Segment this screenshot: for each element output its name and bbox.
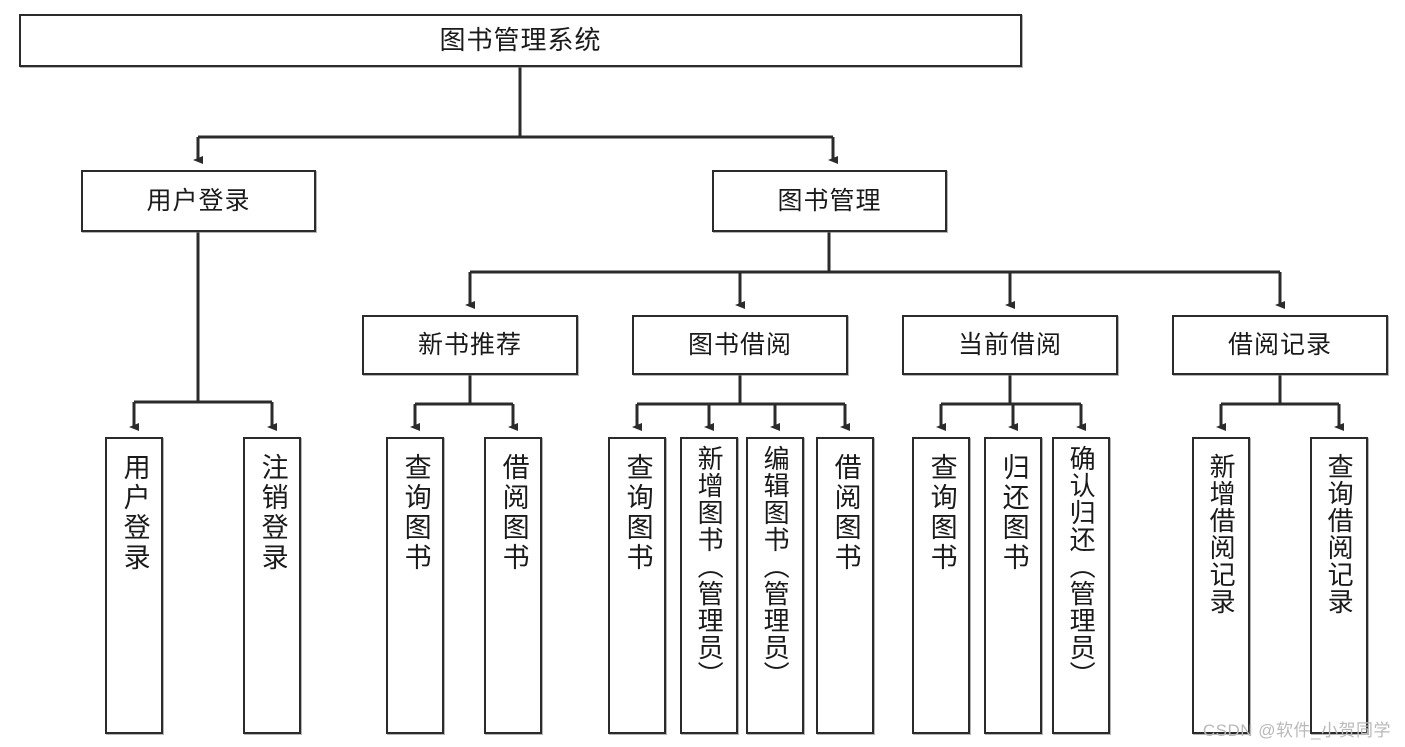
node-label: 借阅图书: [830, 453, 861, 573]
node-borrow-record[interactable]: 借阅记录: [1172, 315, 1388, 375]
node-label: 图书管理系统: [439, 24, 602, 55]
node-label: 查询借阅记录: [1324, 453, 1355, 615]
node-leaf-user-login[interactable]: 用户登录: [105, 437, 163, 734]
node-leaf-query-book-2[interactable]: 查询图书: [608, 437, 666, 734]
node-label: 查询图书: [622, 453, 653, 573]
node-label: 新增借阅记录: [1206, 453, 1237, 615]
node-label: 图书借阅: [687, 331, 792, 359]
node-current-borrow[interactable]: 当前借阅: [902, 315, 1118, 375]
node-leaf-query-book-3[interactable]: 查询图书: [912, 437, 970, 734]
node-leaf-add-book[interactable]: 新增图书（管理员）: [680, 437, 738, 734]
node-label: 编辑图书（管理员）: [760, 445, 791, 688]
node-label: 归还图书: [998, 453, 1029, 573]
csdn-watermark: CSDN @软件_小贺同学: [1202, 721, 1391, 740]
node-label: 借阅记录: [1227, 331, 1332, 359]
node-label: 查询图书: [926, 453, 957, 573]
node-leaf-edit-book[interactable]: 编辑图书（管理员）: [746, 437, 804, 734]
node-label: 新书推荐: [417, 331, 522, 359]
node-label: 借阅图书: [498, 453, 529, 573]
node-label: 查询图书: [400, 453, 431, 573]
node-book-manage[interactable]: 图书管理: [712, 170, 947, 232]
node-book-borrow[interactable]: 图书借阅: [632, 315, 848, 375]
node-leaf-query-record[interactable]: 查询借阅记录: [1310, 437, 1368, 734]
node-leaf-borrow-book-1[interactable]: 借阅图书: [484, 437, 542, 734]
node-label: 用户登录: [119, 453, 150, 573]
node-label: 注销登录: [257, 453, 288, 573]
node-label: 图书管理: [777, 187, 882, 215]
node-label: 确认归还（管理员）: [1066, 445, 1097, 688]
node-user-login[interactable]: 用户登录: [81, 170, 316, 232]
node-leaf-return-book[interactable]: 归还图书: [984, 437, 1042, 734]
node-leaf-confirm-return[interactable]: 确认归还（管理员）: [1052, 437, 1110, 734]
node-label: 当前借阅: [957, 331, 1062, 359]
node-label: 新增图书（管理员）: [694, 445, 725, 688]
node-new-book-recommend[interactable]: 新书推荐: [362, 315, 578, 375]
node-leaf-user-logout[interactable]: 注销登录: [243, 437, 301, 734]
node-root-system[interactable]: 图书管理系统: [19, 14, 1022, 67]
node-leaf-query-book-1[interactable]: 查询图书: [386, 437, 444, 734]
node-label: 用户登录: [146, 187, 251, 215]
node-leaf-borrow-book-2[interactable]: 借阅图书: [816, 437, 874, 734]
node-leaf-add-record[interactable]: 新增借阅记录: [1192, 437, 1250, 734]
